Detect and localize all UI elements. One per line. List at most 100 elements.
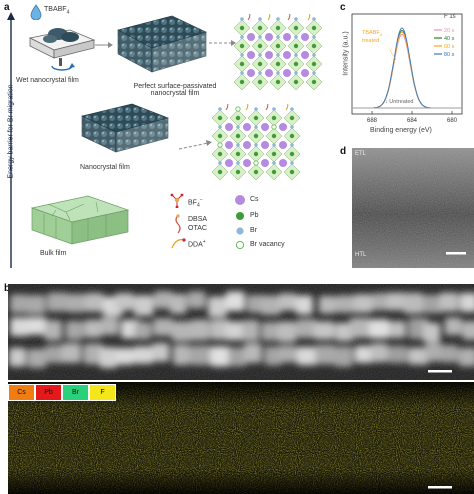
cs-atom [301,69,309,77]
cs-atom [247,69,255,77]
legend-label: 20 s [444,28,455,34]
x-tick-label: 688 [367,118,378,124]
cs-atom [265,51,273,59]
annotation-arrow [389,49,397,61]
pb-atom [289,115,295,121]
br-atom [254,107,258,111]
wet-film-label: Wet nanocrystal film [16,77,79,84]
bulk-film-block [30,195,130,245]
pb-atom [217,169,223,175]
br-atom [294,17,298,21]
cs-atom [243,123,251,131]
htl-label: HTL [355,252,367,258]
pb-atom [289,133,295,139]
cs-atom [243,141,251,149]
ligand [287,14,291,21]
pb-atom [257,43,263,49]
dda-label: DDA+ [188,239,206,249]
pb-atom [311,79,317,85]
pb-atom [257,79,263,85]
br-atom [258,71,262,75]
zoom-arrow-top [209,40,236,46]
br-atom [258,35,262,39]
br-label: Br [250,227,257,234]
pb-atom [253,151,259,157]
etl-label: ETL [355,151,367,157]
x-tick-label: 680 [447,118,458,124]
br-atom [258,17,262,21]
br-atom [258,53,262,57]
br-atom [236,143,240,147]
cs-atom [283,33,291,41]
pb-atom [235,151,241,157]
br-atom [290,161,294,165]
energy-barrier-axis-label: Energy barrier for Br migration [7,84,15,179]
xps-title: F 1s [444,14,456,20]
cs-atom [265,69,273,77]
ligand [245,104,249,111]
pb-atom [289,151,295,157]
nanocrystal-film-label: Nanocrystal film [80,164,130,171]
ligand [267,14,271,21]
pb-atom [311,43,317,49]
br-atom [254,125,258,129]
br-atom [294,71,298,75]
legend-label: 40 s [444,36,455,42]
tem-image: ETL HTL [352,148,474,268]
pb-atom [239,79,245,85]
pb-label: Pb [250,212,259,219]
pb-atom [253,115,259,121]
pb-atom [253,169,259,175]
xps-ylabel: Intensity (a.u.) [342,31,350,76]
pb-atom [275,43,281,49]
br-atom [312,71,316,75]
bulk-film-label: Bulk film [40,250,67,257]
pb-atom-icon [236,212,244,220]
legend-swatch-f: F [89,384,116,401]
pb-atom [289,169,295,175]
pb-atom [217,133,223,139]
x-tick-label: 684 [407,118,418,124]
br-atom [276,17,280,21]
ligand [247,14,251,21]
haadf-image [8,284,474,380]
bf4-icon [170,193,184,208]
br-atom [272,161,276,165]
cs-atom [283,51,291,59]
br-atom [236,125,240,129]
br-atom [276,35,280,39]
pb-atom [275,25,281,31]
legend-swatch-cs: Cs [8,384,35,401]
br-atom [272,143,276,147]
legend-swatch-pb: Pb [35,384,62,401]
dbsa-otac-icon [175,214,181,234]
element-map-legend: Cs Pb Br F [8,384,116,401]
xps-xlabel: Binding energy (eV) [370,127,432,134]
cs-atom [225,123,233,131]
vacancy-lattice-diagram [211,104,301,180]
ligand [225,104,229,111]
tem-texture [352,148,474,268]
passivated-film-block [117,15,207,73]
br-vacancy-label: Br vacancy [250,241,285,248]
br-atom [254,143,258,147]
scale-bar [446,252,466,255]
br-atom-icon [236,227,244,235]
cs-atom [283,69,291,77]
pb-atom [235,115,241,121]
process-arrow [95,42,113,48]
pb-atom [271,115,277,121]
nanocrystal-film-block [81,103,169,153]
pb-atom [217,151,223,157]
cs-atom [261,159,269,167]
scale-bar [428,486,452,489]
cs-atom [279,123,287,131]
br-vacancy [253,160,259,166]
legend-label: 60 s [444,44,455,50]
perfect-lattice-diagram [233,14,323,90]
pb-atom [253,133,259,139]
pb-atom [217,115,223,121]
br-atom [312,53,316,57]
pb-atom [275,79,281,85]
pb-atom [271,169,277,175]
